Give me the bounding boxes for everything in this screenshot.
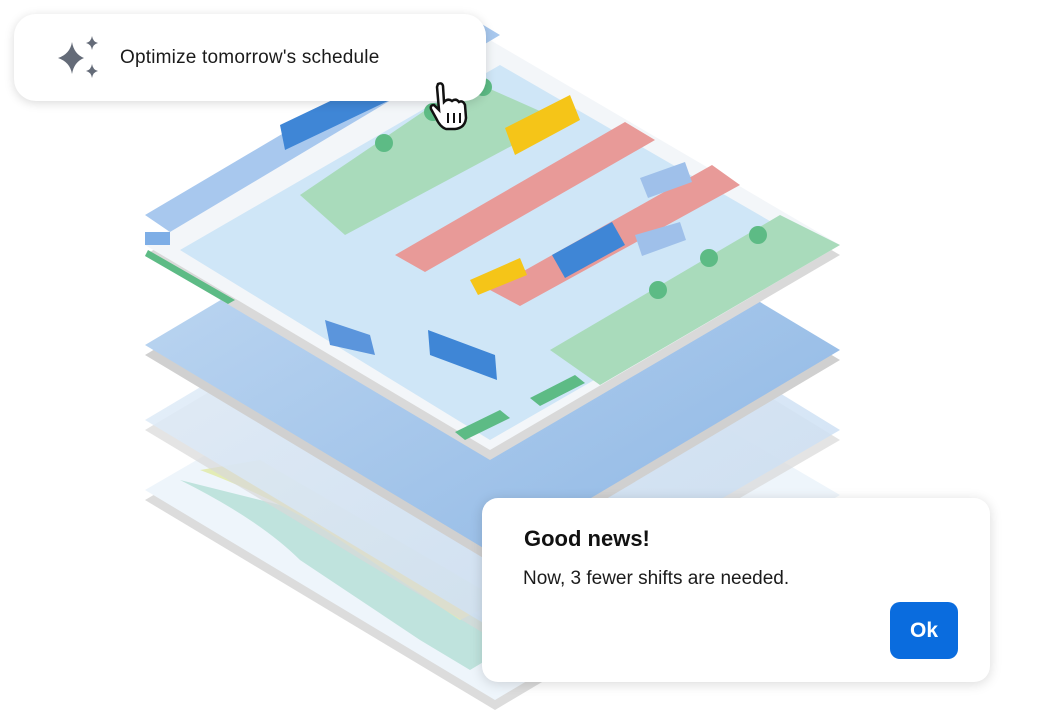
optimize-schedule-prompt[interactable]: Optimize tomorrow's schedule [14, 14, 486, 101]
taxi [470, 258, 527, 295]
car [640, 162, 692, 198]
dialog-message: Now, 3 fewer shifts are needed. [523, 568, 790, 589]
ok-button[interactable]: Ok [890, 602, 958, 659]
dialog-title: Good news! [524, 526, 650, 551]
bus [552, 222, 625, 278]
sparkle-icon [58, 35, 98, 78]
park-top [300, 80, 560, 235]
street-layer [145, 20, 840, 460]
prompt-label: Optimize tomorrow's schedule [120, 46, 380, 68]
car [635, 222, 686, 256]
school-bus [505, 95, 580, 155]
bus-lane [395, 122, 655, 272]
van [325, 320, 375, 355]
good-news-dialog: Good news! Now, 3 fewer shifts are neede… [482, 498, 990, 682]
bus [428, 330, 497, 380]
park-bottom [550, 215, 840, 385]
hand-cursor-icon [429, 82, 468, 131]
